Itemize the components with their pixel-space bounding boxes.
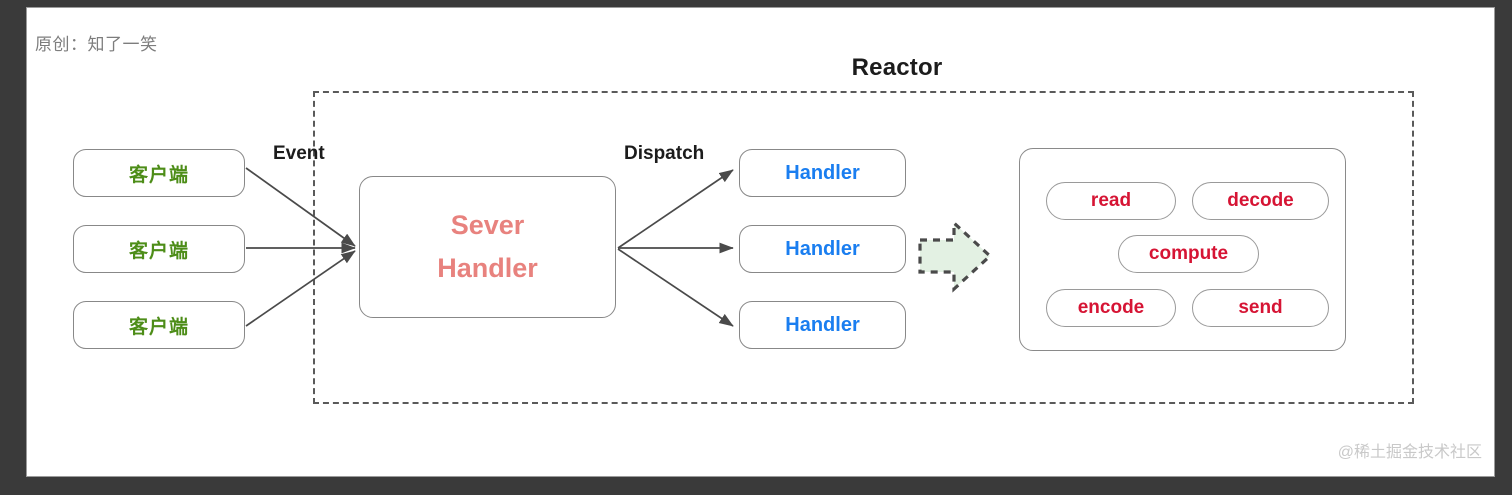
edge-label-dispatch: Dispatch [624,143,705,164]
client-box-3[interactable]: 客户端 [73,301,245,349]
operation-pill-encode[interactable]: encode [1046,289,1176,327]
client-label: 客户端 [128,164,189,186]
operation-pill-compute[interactable]: compute [1118,235,1259,273]
operation-pill-read[interactable]: read [1046,182,1176,220]
client-label: 客户端 [128,316,189,338]
page-title: Reactor [851,54,943,81]
operation-label: read [1090,190,1132,211]
handler-box-1[interactable]: Handler [739,149,906,197]
handler-label: Handler [785,313,860,336]
handler-label: Handler [785,237,860,260]
handler-box-2[interactable]: Handler [739,225,906,273]
operation-label: encode [1077,297,1145,318]
client-label: 客户端 [128,240,189,262]
client-box-2[interactable]: 客户端 [73,225,245,273]
server-handler-box[interactable]: Sever Handler [359,176,616,318]
client-box-1[interactable]: 客户端 [73,149,245,197]
operation-label: compute [1148,243,1229,264]
handler-box-3[interactable]: Handler [739,301,906,349]
server-handler-line1: Sever [450,210,525,240]
credit-text: 原创：知了一笑 [35,35,158,54]
server-handler-line2: Handler [437,253,538,283]
operation-label: send [1238,297,1283,318]
operation-pill-decode[interactable]: decode [1192,182,1329,220]
operation-label: decode [1227,190,1294,211]
watermark-text: @稀土掘金技术社区 [1337,444,1482,461]
diagram-canvas: 原创：知了一笑 Reactor 客户端 [26,7,1495,477]
handler-label: Handler [785,161,860,184]
operation-pill-send[interactable]: send [1192,289,1329,327]
edge-label-event: Event [273,143,325,164]
